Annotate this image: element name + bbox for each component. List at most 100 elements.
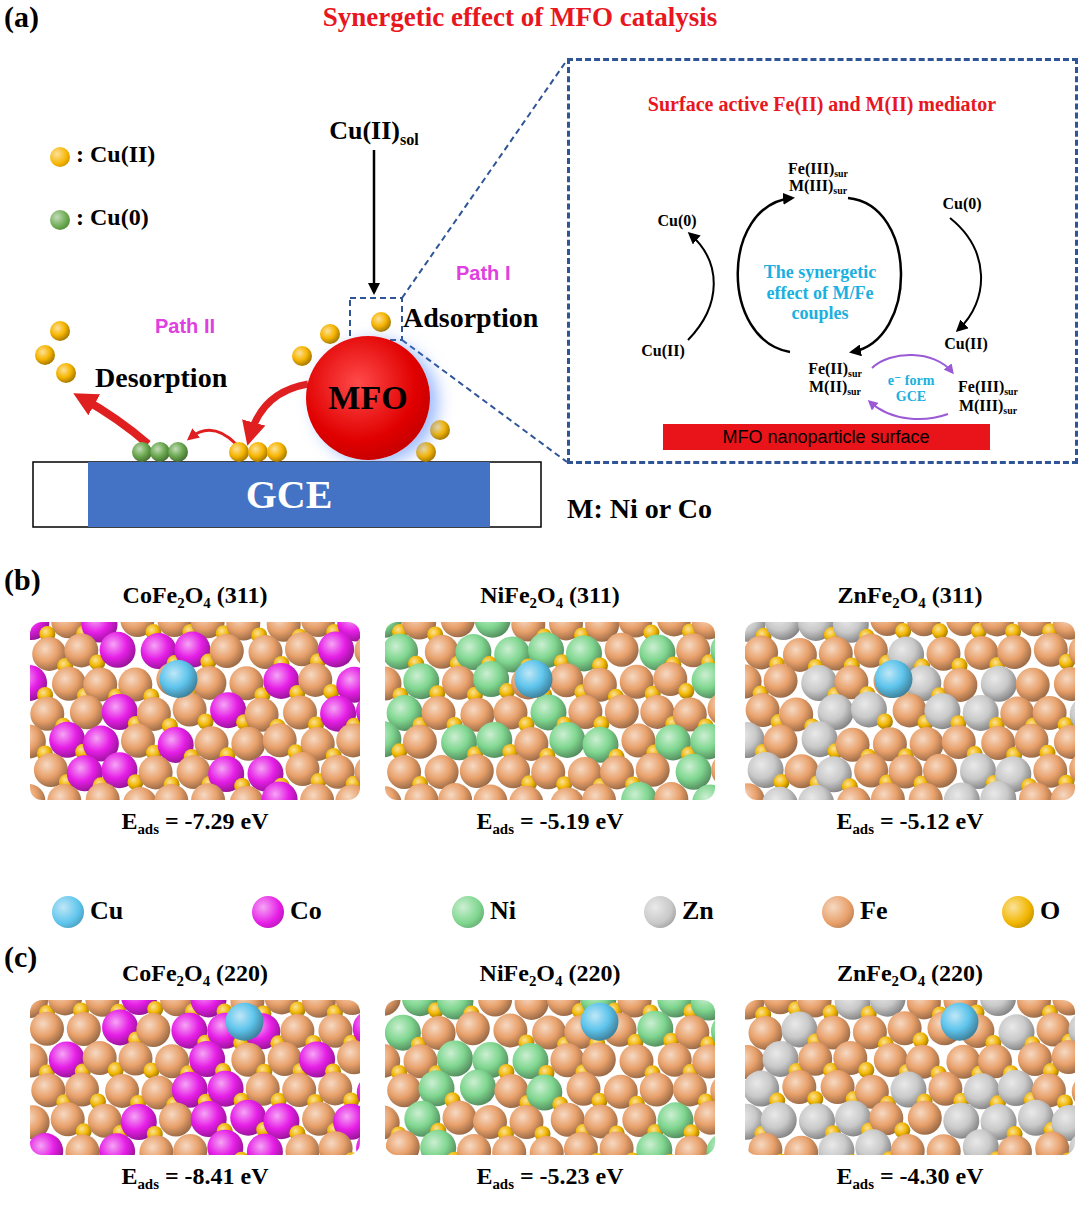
- metal-atom: [818, 1132, 854, 1155]
- cu2-ion: [430, 420, 450, 440]
- iron-atom: [837, 787, 871, 800]
- iron-atom: [600, 1131, 634, 1155]
- subscript: sur: [833, 185, 847, 196]
- panel-letter: (b): [4, 563, 41, 598]
- metal-atom: [460, 1069, 496, 1105]
- subscript: ads: [492, 821, 514, 837]
- iron-atom: [67, 1012, 101, 1046]
- note-label: M: Ni or Co: [567, 493, 712, 525]
- structure-panel: ZnFe2O4 (220)Eads = -4.30 eV: [745, 1000, 1075, 1155]
- reduction-arrow: [190, 430, 236, 444]
- iron-atom: [923, 754, 957, 788]
- figure-title: Synergetic effect of MFO catalysis: [323, 2, 717, 33]
- iron-atom: [231, 727, 265, 761]
- subscript: 2: [177, 595, 184, 611]
- iron-atom: [1052, 1040, 1075, 1074]
- panel-heading: ZnFe2O4 (311): [838, 582, 983, 610]
- iron-atom: [385, 786, 402, 800]
- copper-atom: [941, 1003, 979, 1041]
- metal-atom: [357, 1074, 360, 1110]
- state-label: M(III)sur: [789, 177, 847, 195]
- iron-atom: [337, 1040, 360, 1074]
- species-label: Cu(0): [657, 212, 696, 230]
- oxygen-atom: [678, 683, 694, 699]
- subscript: 4: [918, 595, 925, 611]
- iron-atom: [335, 1000, 360, 1015]
- subscript: 4: [555, 973, 562, 989]
- legend-text: Zn: [682, 896, 714, 926]
- panel-heading: CoFe2O4 (311): [123, 582, 268, 610]
- subscript: 4: [556, 595, 563, 611]
- cu2-ion: [416, 442, 436, 462]
- subscript: sur: [1003, 405, 1017, 416]
- slab-model: [30, 622, 360, 800]
- cu2-ion: [50, 321, 70, 341]
- solution-arrow: [373, 150, 376, 292]
- oxygen-atom: [1060, 1153, 1075, 1155]
- desorption-arrow: [82, 398, 148, 444]
- metal-atom: [944, 783, 980, 801]
- bar-label: MFO nanoparticle surface: [722, 427, 929, 448]
- slab-model: [745, 622, 1075, 800]
- structure-panel: NiFe2O4 (220)Eads = -5.23 eV: [385, 1000, 715, 1155]
- iron-atom: [582, 1043, 616, 1077]
- iron-atom: [582, 784, 616, 800]
- metal-atom: [1069, 1132, 1075, 1156]
- state-label: M(II)sur: [809, 378, 861, 396]
- subscript: sol: [400, 131, 419, 148]
- iron-atom: [386, 1130, 420, 1155]
- metal-atom: [963, 1129, 999, 1155]
- subscript: ads: [492, 1176, 514, 1192]
- state-label: Fe(III)sur: [958, 378, 1018, 396]
- zoom-line: [402, 60, 567, 298]
- iron-atom: [636, 753, 670, 787]
- iron-atom: [123, 787, 157, 800]
- subscript: 4: [203, 973, 210, 989]
- cycle-note: The synergetic effect of M/Fe couples: [750, 262, 890, 324]
- metal-atom: [980, 781, 1016, 800]
- subscript: sur: [848, 368, 862, 379]
- cu2-ion: [35, 345, 55, 365]
- legend-swatch: [822, 896, 854, 928]
- cu2-ion: [371, 312, 391, 332]
- iron-atom: [354, 634, 360, 668]
- subscript: ads: [852, 821, 874, 837]
- iron-atom: [30, 1012, 64, 1046]
- iron-atom: [139, 1135, 173, 1155]
- sphere-label: MFO: [328, 378, 407, 417]
- iron-atom: [1072, 1075, 1075, 1109]
- structure-panel: NiFe2O4 (311)Eads = -5.19 eV: [385, 622, 715, 800]
- metal-atom: [621, 782, 657, 800]
- iron-atom: [286, 1134, 320, 1155]
- slab-model: [385, 622, 715, 800]
- subscript: sur: [1004, 386, 1018, 397]
- iron-atom: [319, 1131, 353, 1155]
- iron-atom: [748, 1133, 782, 1155]
- iron-atom: [1016, 668, 1050, 702]
- structure-panel: CoFe2O4 (311)Eads = -7.29 eV: [30, 622, 360, 800]
- metal-atom: [318, 631, 354, 667]
- iron-atom: [30, 784, 45, 800]
- electron-arrow: [870, 402, 948, 419]
- iron-atom: [66, 1134, 100, 1155]
- subscript: 4: [203, 595, 210, 611]
- legend-swatch: [452, 896, 484, 928]
- iron-atom: [891, 1134, 925, 1155]
- iron-atom: [460, 754, 494, 788]
- gce-band: GCE: [88, 462, 490, 527]
- iron-atom: [530, 1136, 564, 1155]
- iron-atom: [403, 725, 437, 759]
- iron-atom: [550, 787, 584, 800]
- iron-atom: [784, 1136, 818, 1155]
- adsorption-energy: Eads = -7.29 eV: [121, 808, 268, 836]
- path-label: Path I: [456, 262, 510, 285]
- metal-atom: [707, 1133, 716, 1155]
- panel-heading: CoFe2O4 (220): [122, 960, 268, 988]
- metal-atom: [798, 785, 834, 800]
- subscript: sur: [847, 386, 861, 397]
- iron-atom: [136, 1013, 170, 1047]
- path-label: Path II: [155, 315, 215, 338]
- metal-atom: [762, 787, 798, 800]
- iron-atom: [159, 1103, 193, 1137]
